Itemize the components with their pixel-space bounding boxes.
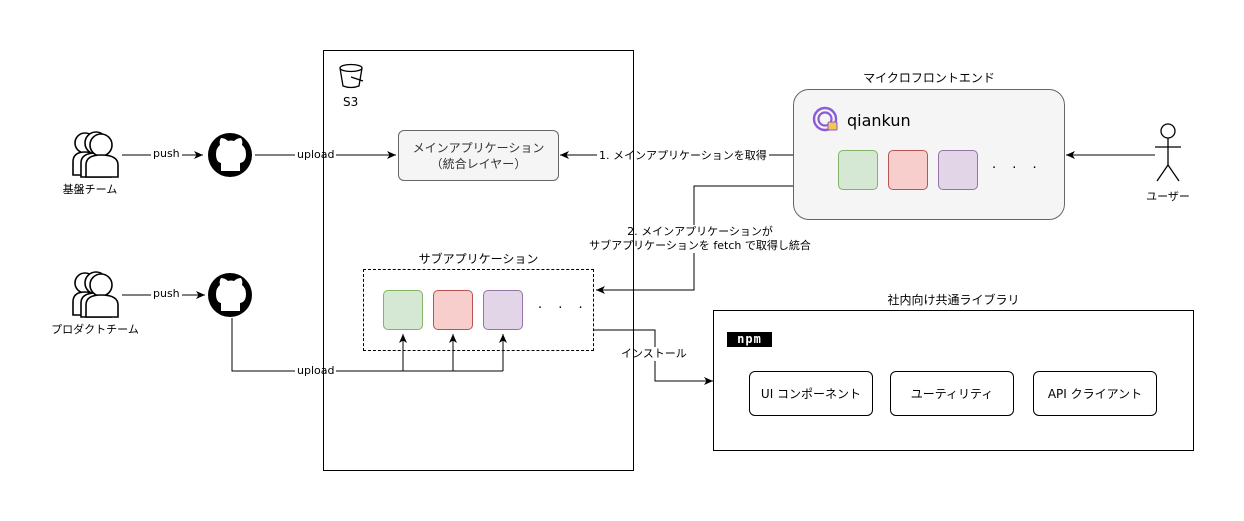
team-icon-base — [72, 131, 119, 178]
qiankun-label: qiankun — [847, 111, 911, 130]
micro-frontend-title: マイクロフロントエンド — [863, 71, 995, 85]
s3-bucket-icon — [339, 63, 364, 89]
install-label: インストール — [619, 347, 689, 361]
user-stick-figure — [1155, 123, 1181, 182]
github-icon-bottom — [208, 273, 252, 317]
mf-more: · · · — [992, 161, 1043, 176]
library-item-ui-components: UI コンポーネント — [749, 371, 873, 416]
mf-tile-green — [838, 150, 878, 190]
mf-tile-purple — [938, 150, 978, 190]
s3-label: S3 — [343, 95, 359, 109]
team-label-product: プロダクトチーム — [51, 323, 139, 336]
integrate-label-line2: サブアプリケーションを fetch で取得し統合 — [578, 239, 822, 253]
push-label-top: push — [151, 147, 182, 161]
fetch-main-label: 1. メインアプリケーションを取得 — [597, 149, 769, 163]
upload-label-top: upload — [295, 148, 337, 162]
github-icon-top — [208, 133, 252, 177]
sub-apps-more: · · · — [538, 301, 589, 316]
team-icon-product — [72, 271, 119, 318]
sub-app-tile-red — [433, 290, 473, 330]
push-label-bottom: push — [151, 287, 182, 301]
integrate-label-line1: 2. メインアプリケーションが — [578, 225, 822, 239]
sub-apps-title: サブアプリケーション — [418, 252, 539, 266]
npm-logo-icon: npm — [727, 332, 772, 347]
library-item-utilities: ユーティリティ — [890, 371, 1014, 416]
upload-edge-bottom — [231, 318, 503, 372]
upload-label-bottom: upload — [295, 364, 337, 378]
mf-tile-red — [888, 150, 928, 190]
sub-app-tile-purple — [483, 290, 523, 330]
main-app-box: メインアプリケーション （統合レイヤー） — [398, 130, 559, 181]
main-app-label: メインアプリケーション — [412, 140, 545, 155]
sub-app-tile-green — [383, 290, 423, 330]
team-label-base: 基盤チーム — [62, 183, 118, 196]
sub-apps-group — [363, 269, 594, 351]
user-label: ユーザー — [1146, 190, 1190, 203]
qiankun-logo-icon — [812, 106, 838, 132]
s3-container — [323, 50, 634, 471]
library-title: 社内向け共通ライブラリ — [887, 293, 1020, 307]
library-item-api-client: API クライアント — [1033, 371, 1157, 416]
main-app-sublabel: （統合レイヤー） — [430, 156, 527, 171]
